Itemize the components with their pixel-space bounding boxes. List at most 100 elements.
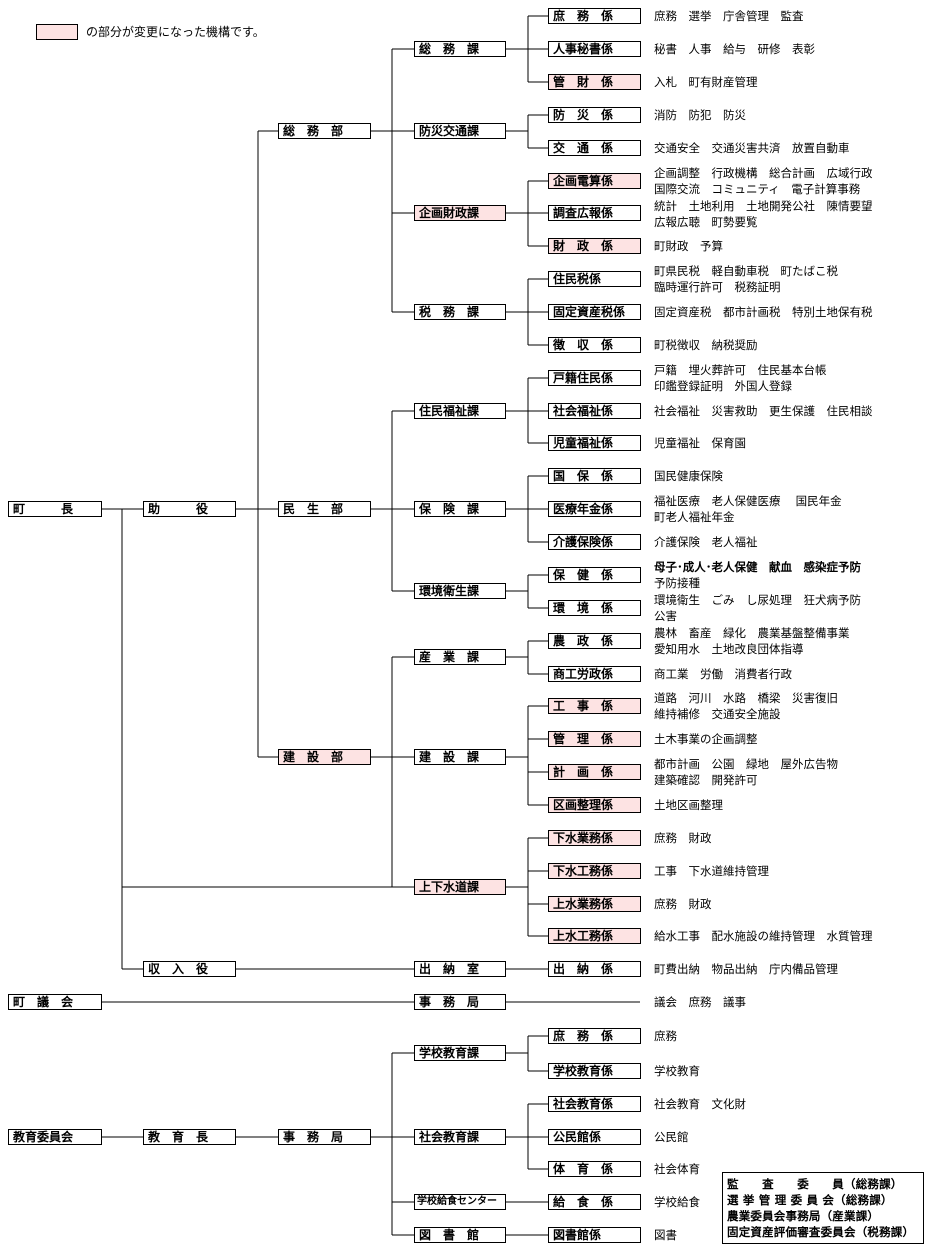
duty-text: 町税徴収 納税奨励 (654, 338, 758, 352)
duty-text: 予防接種 (654, 576, 700, 590)
duty-text: 母子･成人･老人保健 献血 感染症予防 (654, 560, 861, 574)
section-box: 国 保 係 (548, 468, 641, 484)
div-general-affairs: 総 務 課 (414, 41, 506, 57)
duty-text: 土木事業の企画調整 (654, 732, 758, 746)
section-box: 介護保険係 (548, 534, 641, 550)
town-assembly-box: 町 議 会 (8, 994, 102, 1010)
duty-text: 庶務 財政 (654, 897, 712, 911)
duty-text: 建築確認 開発許可 (654, 773, 758, 787)
section-box: 庶 務 係 (548, 1028, 641, 1044)
section-box: 体 育 係 (548, 1161, 641, 1177)
section-box: 下水業務係 (548, 830, 641, 846)
dept-general-affairs: 総 務 部 (278, 123, 371, 139)
duty-text: 商工業 労働 消費者行政 (654, 667, 792, 681)
duty-text: 固定資産税 都市計画税 特別土地保有税 (654, 305, 873, 319)
committee-agriculture: 農業委員会事務局（産業課） (727, 1209, 880, 1223)
section-box: 商工労政係 (548, 666, 641, 682)
duty-text: 給水工事 配水施設の維持管理 水質管理 (654, 929, 873, 943)
duty-text: 土地区画整理 (654, 798, 723, 812)
duty-text: 学校給食 (654, 1195, 700, 1209)
div-treasury-office: 出 納 室 (414, 961, 506, 977)
section-box: 徴 収 係 (548, 337, 641, 353)
duty-text: 都市計画 公園 緑地 屋外広告物 (654, 757, 838, 771)
committee-election: 選 挙 管 理 委 員 会（総務課） (727, 1193, 893, 1207)
duty-text: 道路 河川 水路 橋梁 災害復旧 (654, 691, 838, 705)
section-box: 工 事 係 (548, 698, 641, 714)
div-insurance: 保 険 課 (414, 501, 506, 517)
section-box: 社会福祉係 (548, 403, 641, 419)
section-box: 固定資産税係 (548, 304, 641, 320)
duty-text: 秘書 人事 給与 研修 表彰 (654, 42, 815, 56)
section-box: 庶 務 係 (548, 8, 641, 24)
section-box: 区画整理係 (548, 797, 641, 813)
section-box: 環 境 係 (548, 600, 641, 616)
duty-text: 環境衛生 ごみ し尿処理 狂犬病予防 (654, 593, 861, 607)
duty-text: 町費出納 物品出納 庁内備品管理 (654, 962, 838, 976)
duty-text: 臨時運行許可 税務証明 (654, 280, 781, 294)
div-taxation: 税 務 課 (414, 304, 506, 320)
section-box: 戸籍住民係 (548, 370, 641, 386)
duty-text: 介護保険 老人福祉 (654, 535, 758, 549)
section-box: 出 納 係 (548, 961, 641, 977)
duty-text: 学校教育 (654, 1064, 700, 1078)
duty-text: 農林 畜産 緑化 農業基盤整備事業 (654, 626, 850, 640)
duty-text: 国民健康保険 (654, 469, 723, 483)
div-water-sewerage: 上下水道課 (414, 879, 506, 895)
duty-text: 戸籍 埋火葬許可 住民基本台帳 (654, 363, 827, 377)
duty-text: 福祉医療 老人保健医療 国民年金 (654, 494, 842, 508)
duty-text: 庶務 財政 (654, 831, 712, 845)
duty-text: 印鑑登録証明 外国人登録 (654, 379, 792, 393)
mayor-box: 町 長 (8, 501, 102, 517)
section-box: 保 健 係 (548, 567, 641, 583)
section-box: 学校教育係 (548, 1063, 641, 1079)
section-box: 社会教育係 (548, 1096, 641, 1112)
duty-text: 国際交流 コミュニティ 電子計算事務 (654, 182, 861, 196)
dept-construction: 建 設 部 (278, 749, 371, 765)
duty-text: 町老人福祉年金 (654, 510, 735, 524)
section-box: 上水工務係 (548, 928, 641, 944)
duty-text: 交通安全 交通災害共済 放置自動車 (654, 141, 850, 155)
legend-text: の部分が変更になった機構です。 (86, 25, 265, 39)
section-box: 防 災 係 (548, 107, 641, 123)
section-box: 交 通 係 (548, 140, 641, 156)
div-industry: 産 業 課 (414, 649, 506, 665)
duty-text: 広報広聴 町勢要覧 (654, 215, 758, 229)
div-school-education: 学校教育課 (414, 1045, 506, 1061)
duty-text: 社会教育 文化財 (654, 1097, 746, 1111)
duty-text: 社会体育 (654, 1162, 700, 1176)
duty-text: 工事 下水道維持管理 (654, 864, 769, 878)
section-box: 図書館係 (548, 1227, 641, 1243)
duty-text: 庶務 選挙 庁舎管理 監査 (654, 9, 804, 23)
section-box: 医療年金係 (548, 501, 641, 517)
duty-text: 消防 防犯 防災 (654, 108, 746, 122)
div-resident-welfare: 住民福祉課 (414, 403, 506, 419)
div-construction: 建 設 課 (414, 749, 506, 765)
treasurer-box: 収 入 役 (143, 961, 236, 977)
education-secretariat: 事 務 局 (278, 1129, 371, 1145)
div-school-lunch-center: 学校給食センター (414, 1194, 506, 1210)
div-planning-finance: 企画財政課 (414, 205, 506, 221)
duty-text: 公害 (654, 609, 677, 623)
education-board-box: 教育委員会 (8, 1129, 102, 1145)
duty-text: 町県民税 軽自動車税 町たばこ税 (654, 264, 838, 278)
section-box: 調査広報係 (548, 205, 641, 221)
duty-text: 社会福祉 災害救助 更生保護 住民相談 (654, 404, 873, 418)
deputy-mayor-box: 助 役 (143, 501, 236, 517)
div-disaster-traffic: 防災交通課 (414, 123, 506, 139)
section-box: 公民館係 (548, 1129, 641, 1145)
legend-swatch (36, 24, 78, 40)
duty-text: 入札 町有財産管理 (654, 75, 758, 89)
committees-box: 監 査 委 員（総務課） 選 挙 管 理 委 員 会（総務課） 農業委員会事務局… (722, 1172, 924, 1244)
div-assembly-secretariat: 事 務 局 (414, 994, 506, 1010)
duty-text: 統計 土地利用 土地開発公社 陳情要望 (654, 199, 873, 213)
section-box: 計 画 係 (548, 764, 641, 780)
section-box: 財 政 係 (548, 238, 641, 254)
superintendent-box: 教 育 長 (143, 1129, 236, 1145)
div-environment-health: 環境衛生課 (414, 583, 506, 599)
committee-asset-review: 固定資産評価審査委員会（税務課） (727, 1225, 915, 1239)
section-box: 人事秘書係 (548, 41, 641, 57)
section-box: 企画電算係 (548, 173, 641, 189)
duty-text: 図書 (654, 1228, 677, 1242)
section-box: 農 政 係 (548, 633, 641, 649)
